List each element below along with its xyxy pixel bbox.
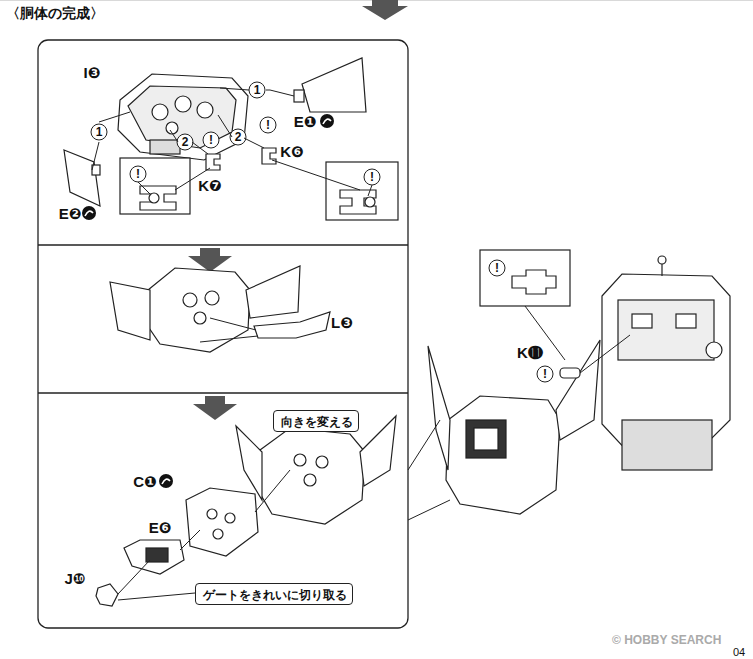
step-mark: ! [495, 262, 499, 274]
part-label: E❷ [59, 206, 82, 221]
part-label: L❸ [331, 315, 353, 330]
title: 〈胴体の完成〉 [6, 6, 104, 20]
page-number: 04 [733, 647, 745, 658]
step-mark: ! [209, 134, 213, 146]
part-label: K❼ [198, 178, 222, 193]
part-label: J❿ [64, 571, 85, 586]
callout-text: ゲートをきれいに切り取る [203, 589, 345, 601]
part-label: I❸ [84, 65, 101, 80]
step-mark: ! [136, 168, 140, 180]
part-label: C❶ [133, 474, 157, 489]
part-label: K❻ [280, 144, 304, 159]
watermark: © HOBBY SEARCH [612, 634, 721, 646]
part-label: E❶ [294, 114, 317, 129]
part-label: K⓫ [517, 345, 543, 360]
step-mark: ! [543, 368, 547, 380]
step-mark: 1 [254, 84, 261, 96]
step-mark: ! [266, 119, 270, 131]
step-mark: 2 [182, 136, 189, 148]
callout-box: ゲートをきれいに切り取る [195, 583, 353, 605]
step-mark: ! [370, 171, 374, 183]
step-mark: 1 [96, 126, 103, 138]
part-label: E❻ [149, 520, 172, 535]
step-mark: 2 [235, 131, 242, 143]
callout-box: 向きを変える [273, 410, 359, 432]
callout-text: 向きを変える [281, 416, 351, 428]
